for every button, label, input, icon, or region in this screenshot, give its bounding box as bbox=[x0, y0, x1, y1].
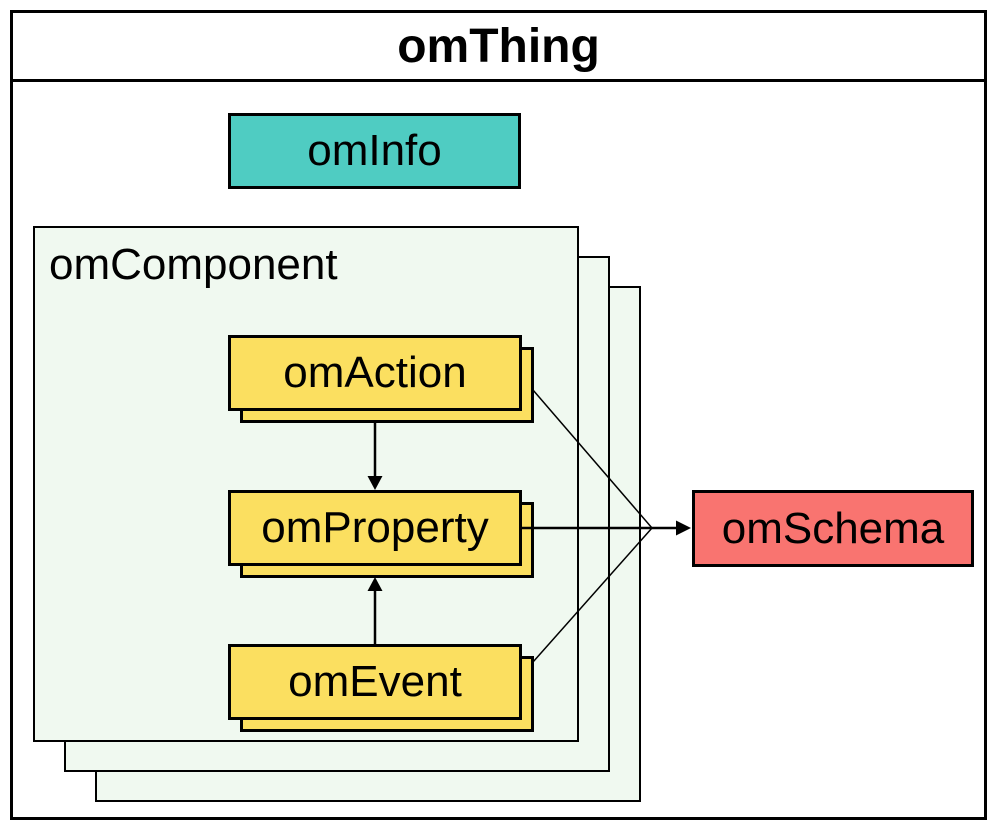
om-component-label: omComponent bbox=[49, 240, 338, 289]
om-property-label: omProperty bbox=[261, 503, 489, 552]
om-action-label: omAction bbox=[283, 348, 467, 397]
om-thing-titlebar: omThing bbox=[10, 10, 987, 82]
om-action-node: omAction bbox=[228, 335, 522, 411]
om-info-node: omInfo bbox=[228, 113, 521, 189]
om-schema-node: omSchema bbox=[692, 490, 974, 567]
om-info-label: omInfo bbox=[307, 126, 442, 175]
om-event-node: omEvent bbox=[228, 644, 522, 720]
om-thing-label: omThing bbox=[397, 19, 600, 73]
om-event-label: omEvent bbox=[288, 657, 462, 706]
om-schema-label: omSchema bbox=[721, 503, 945, 553]
om-property-node: omProperty bbox=[228, 490, 522, 566]
